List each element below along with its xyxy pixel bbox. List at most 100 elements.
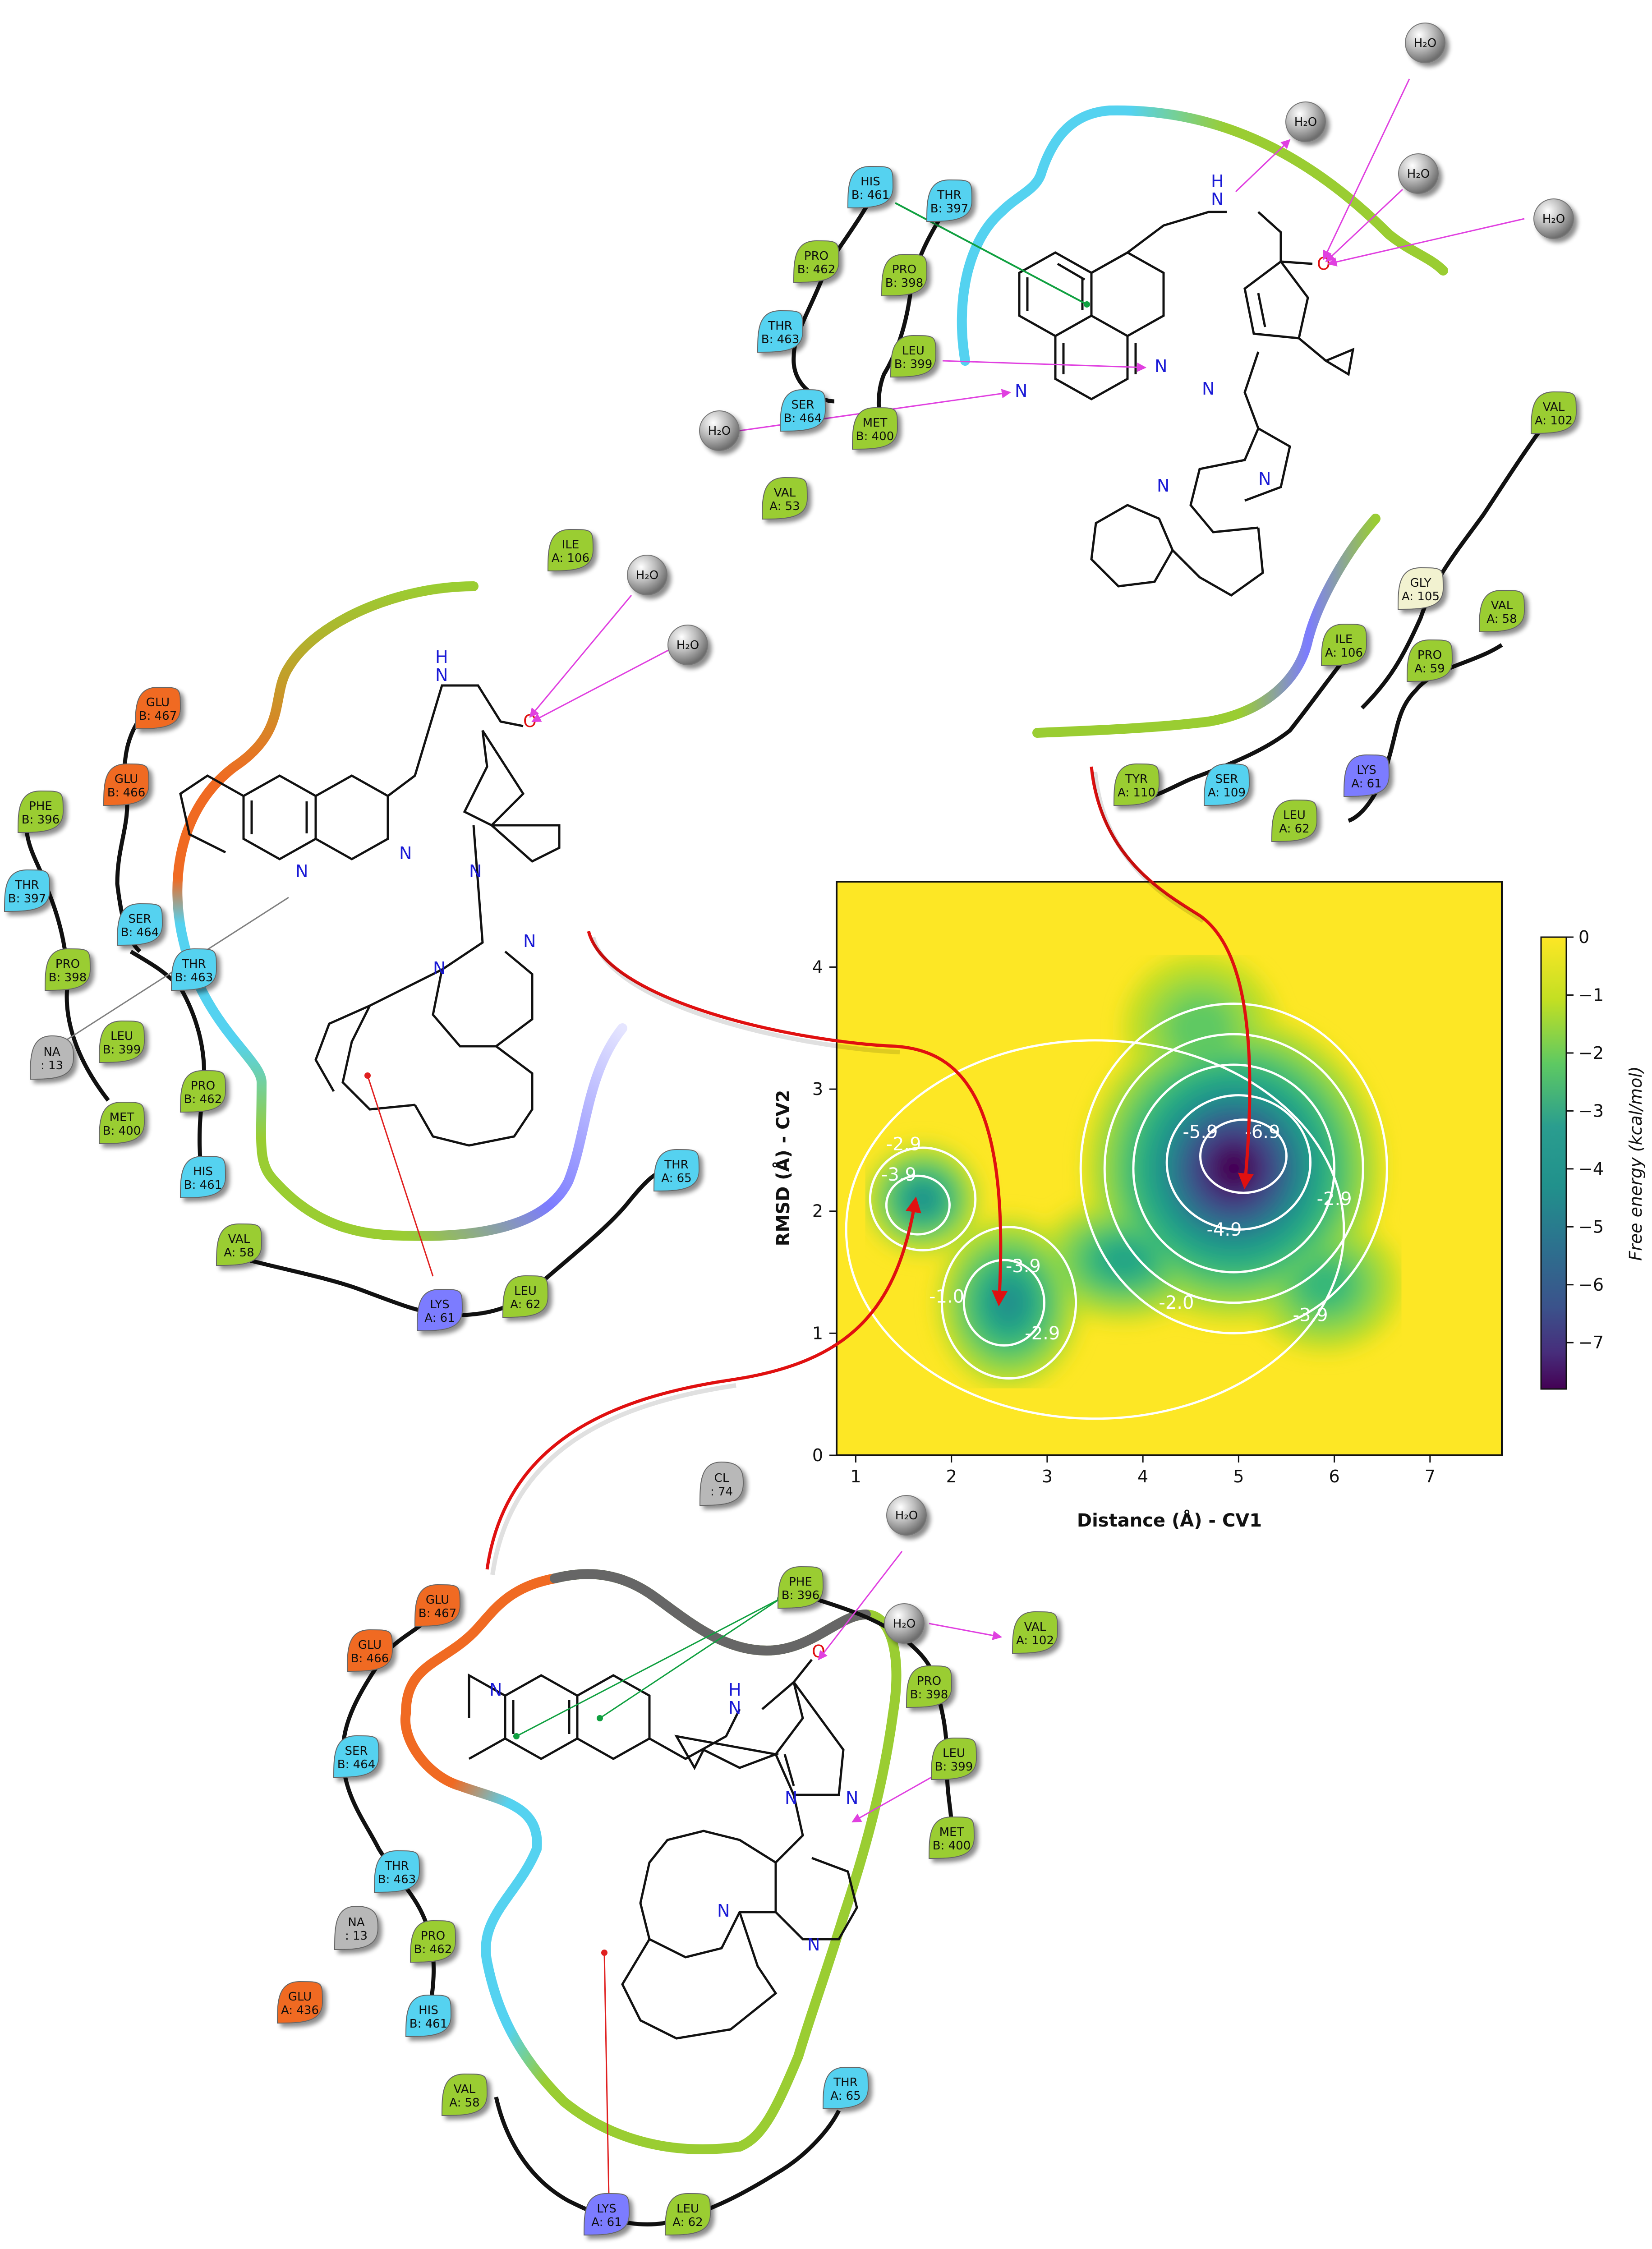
pi-pi-line-bottom-2: [599, 1598, 781, 1719]
residue-badge: [333, 1735, 380, 1778]
residue-id: B: 462: [414, 1943, 452, 1956]
water-molecule: H₂O: [699, 410, 740, 451]
residue-id: A: 105: [1402, 590, 1440, 603]
residue-name: THR: [833, 2076, 858, 2089]
atom-n-top-pyrazole-2: N: [1202, 379, 1215, 399]
residue-chain-bottom-b: [793, 1590, 954, 1827]
residue-id: A: 53: [769, 500, 800, 513]
contour-label: -4.9: [1207, 1219, 1242, 1240]
residue-name: PHE: [789, 1575, 812, 1589]
residue-chain-bottom-c: [494, 2097, 841, 2226]
residue-id: B: 463: [378, 1873, 416, 1886]
contour-label: -3.9: [881, 1164, 916, 1185]
residue-id: A: 62: [1279, 822, 1309, 836]
residue-id: A: 102: [1016, 1634, 1054, 1647]
contour-line: [940, 1226, 1077, 1380]
residue-id: B: 399: [935, 1760, 973, 1774]
residue-badge: [761, 477, 808, 520]
residue-badge: [4, 869, 51, 912]
residue-name: LEU: [943, 1747, 965, 1760]
contour-line: [1165, 1094, 1312, 1231]
residue-badge: [276, 1981, 323, 2024]
residue-badge: [346, 1629, 393, 1672]
atom-n-bottom-pyrazole-2: N: [846, 1788, 858, 1808]
atom-h-top-amide: H: [1211, 171, 1224, 191]
residue-badge: [405, 1994, 452, 2037]
residue-badge: [930, 1737, 977, 1780]
water-molecule: H₂O: [1398, 153, 1439, 194]
residue-name: HIS: [861, 175, 880, 189]
residue-chain-top-mid: [876, 206, 949, 434]
pocket-ribbon-bottom: [400, 1573, 745, 2154]
atom-n-left-pyrimidine-1: N: [433, 958, 446, 978]
residue-badge: [1113, 763, 1160, 806]
residue-badge: [779, 389, 826, 432]
atom-n-top-quinoline: N: [1015, 381, 1027, 401]
residue-name: GLU: [426, 1593, 449, 1607]
residue-chain-top-left: [791, 190, 877, 404]
colorbar-tick-label: −4: [1578, 1159, 1604, 1179]
water-sphere: [627, 555, 667, 595]
atom-n-bottom-pyrazole-1: N: [785, 1788, 797, 1808]
atom-n-left-pyrazole-1: N: [399, 843, 412, 863]
pocket-ribbon-top-lower: [1032, 514, 1381, 738]
ligand-left: [179, 684, 561, 1147]
atom-o-left-carbonyl: O: [523, 711, 537, 731]
residue-name: THR: [384, 1859, 409, 1873]
residue-name: PRO: [1417, 648, 1442, 662]
ion-id: : 74: [710, 1485, 733, 1499]
water-molecule: H₂O: [884, 1603, 925, 1644]
residue-badge: [1397, 567, 1444, 610]
pi-cation-bottom: [603, 1952, 610, 2197]
hbond-bottom-water-1: [818, 1551, 903, 1660]
residue-id: B: 398: [49, 971, 87, 984]
residue-badge: [1406, 639, 1453, 682]
contour-label: -2.9: [886, 1134, 921, 1154]
atom-n-top-pyrimidine-2: N: [1258, 469, 1271, 489]
water-sphere: [699, 410, 740, 451]
residue-name: PRO: [804, 249, 828, 263]
residue-id: B: 397: [8, 892, 46, 906]
residue-id: B: 461: [410, 2017, 448, 2031]
transition-arrow-left-to-min-2: [587, 931, 1008, 1306]
residue-badge: [98, 1101, 145, 1145]
residue-badge: [98, 1020, 145, 1063]
transition-arrow-top-to-global-min: [1090, 766, 1254, 1189]
residue-id: B: 464: [784, 412, 822, 425]
pocket-ribbon-bottom-gray: [550, 1569, 871, 1656]
pi-cation-left: [367, 1075, 434, 1277]
hbond-bottom-water-2: [929, 1623, 1003, 1640]
water-sphere: [1285, 101, 1326, 142]
colorbar: [1540, 936, 1567, 1390]
y-axis-label: RMSD (Å) - CV2: [772, 1090, 794, 1246]
residue-badge: [881, 253, 928, 297]
water-molecule: H₂O: [1405, 23, 1445, 63]
residue-id: A: 58: [1486, 612, 1517, 626]
residue-name: PRO: [917, 1674, 941, 1688]
interactions-left: [49, 595, 675, 1277]
residue-name: GLU: [358, 1638, 382, 1652]
contour-line: [885, 1174, 951, 1236]
hbond-top-leu: [942, 360, 1147, 372]
water-label: H₂O: [1294, 115, 1317, 129]
hbond-top-water-2: [1235, 139, 1291, 193]
residue-chain-top-bottom: [1126, 653, 1350, 800]
